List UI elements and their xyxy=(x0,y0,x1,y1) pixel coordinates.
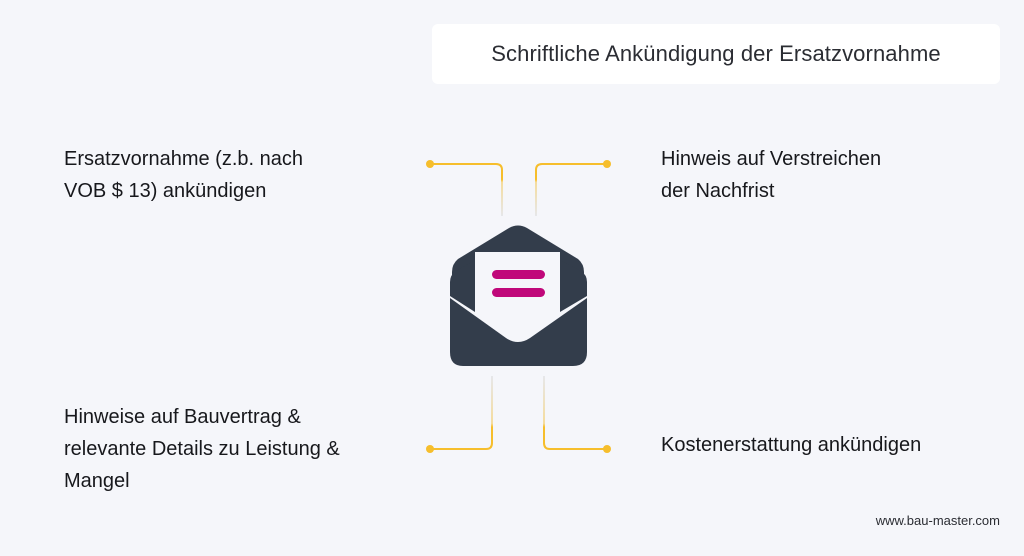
item-line: Ersatzvornahme (z.b. nach xyxy=(64,148,303,170)
letter-line xyxy=(492,270,545,279)
title-box: Schriftliche Ankündigung der Ersatzvorna… xyxy=(432,24,1000,84)
footer-url: www.bau-master.com xyxy=(875,513,1000,528)
item-line: VOB $ 13) ankündigen xyxy=(64,180,267,202)
letter-line xyxy=(492,288,545,297)
connector-dot xyxy=(603,445,611,453)
item-top-left: Ersatzvornahme (z.b. nach VOB $ 13) ankü… xyxy=(64,143,303,207)
connector-dot xyxy=(426,160,434,168)
item-line: Hinweise auf Bauvertrag & xyxy=(64,406,301,428)
item-line: Hinweis auf Verstreichen xyxy=(661,148,882,170)
item-line: Kostenerstattung ankündigen xyxy=(661,434,922,456)
connector-bottom-right xyxy=(543,376,611,453)
connector-top-right xyxy=(535,160,611,216)
item-bottom-left: Hinweise auf Bauvertrag & relevante Deta… xyxy=(64,401,340,497)
item-line: Mangel xyxy=(64,470,130,492)
connector-dot xyxy=(603,160,611,168)
diagram-title: Schriftliche Ankündigung der Ersatzvorna… xyxy=(491,41,941,66)
connector-top-left xyxy=(426,160,503,216)
item-line: der Nachfrist xyxy=(661,180,775,202)
connector-bottom-left xyxy=(426,376,493,453)
item-bottom-right: Kostenerstattung ankündigen xyxy=(661,429,921,461)
item-top-right: Hinweis auf Verstreichen der Nachfrist xyxy=(661,143,881,207)
connector-dot xyxy=(426,445,434,453)
item-line: relevante Details zu Leistung & xyxy=(64,438,340,460)
